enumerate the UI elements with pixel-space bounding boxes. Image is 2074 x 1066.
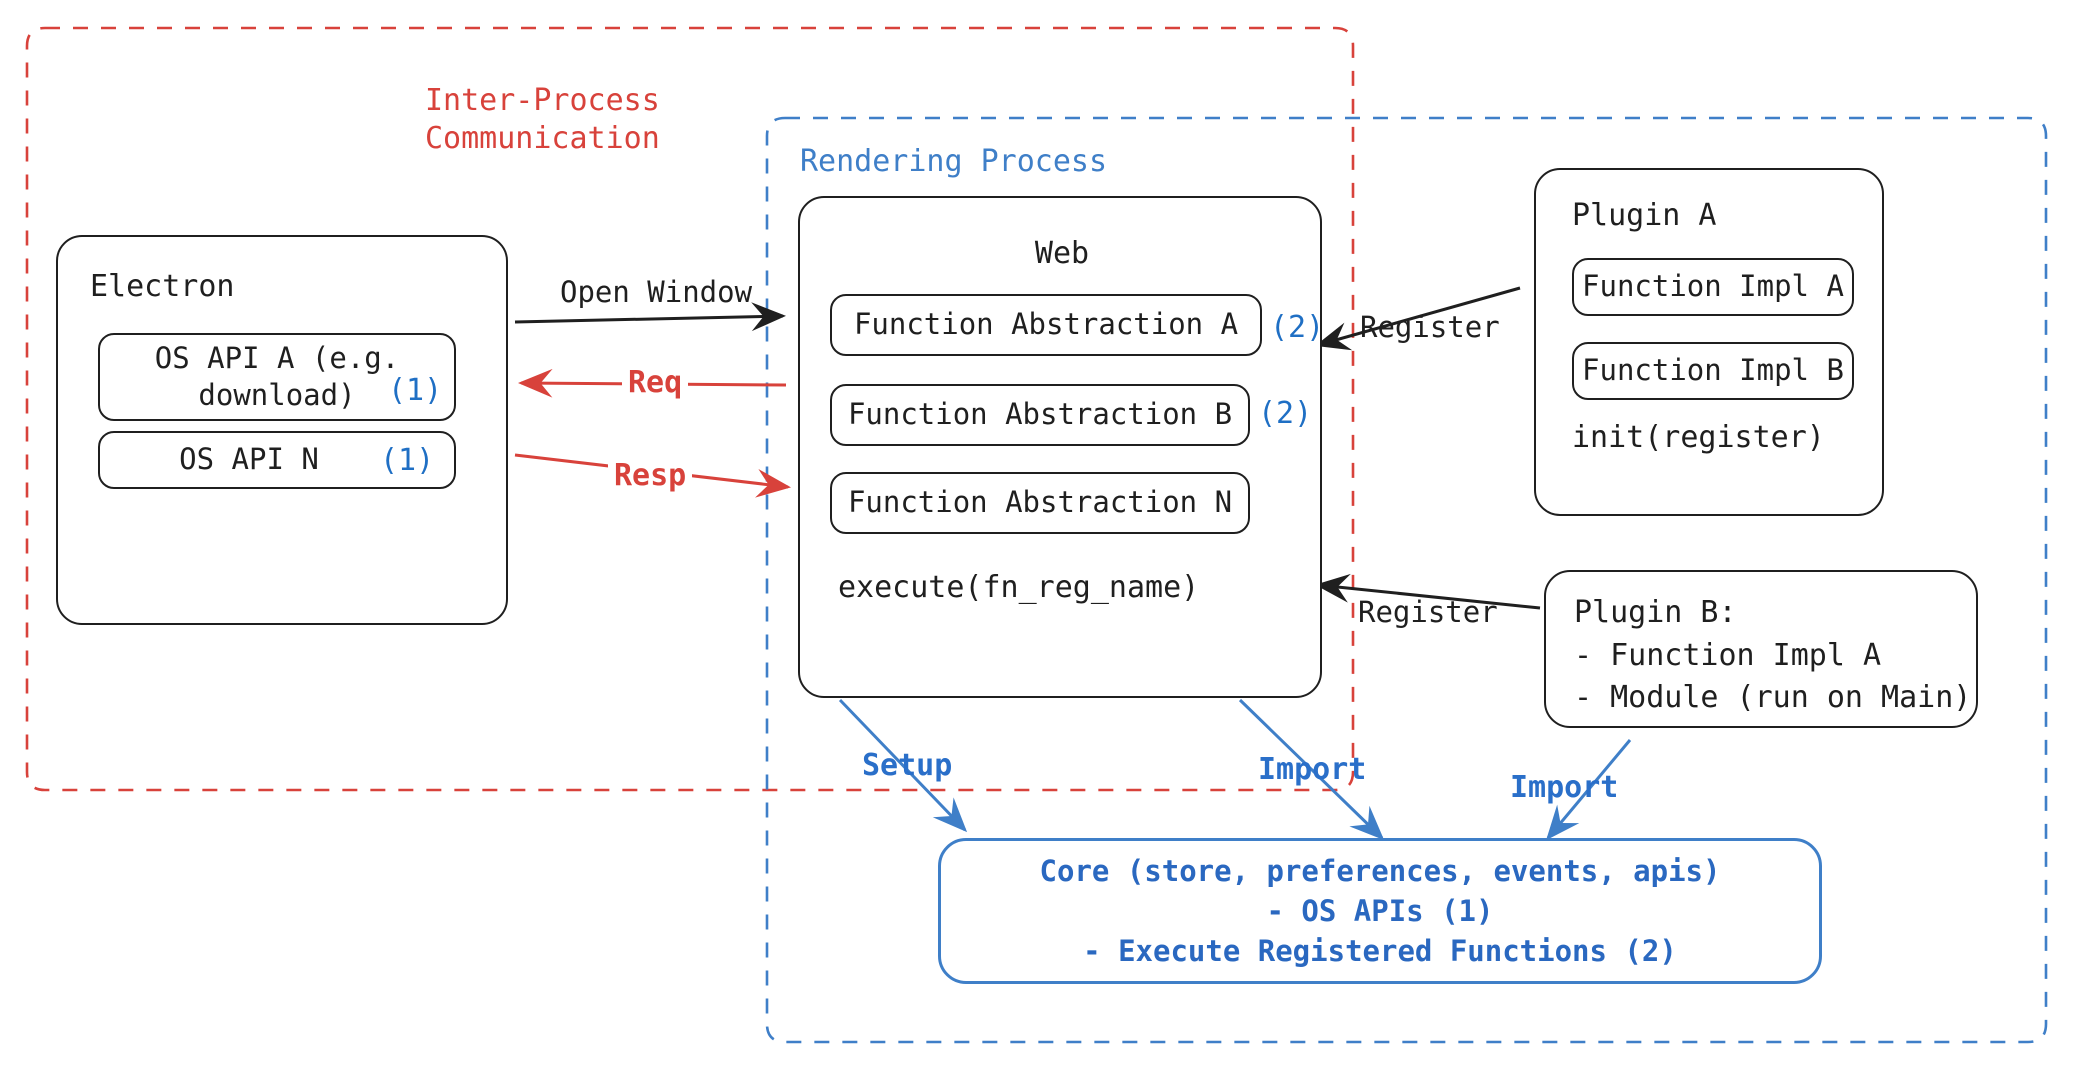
function-abstraction-a-box[interactable]: Function Abstraction A	[830, 294, 1262, 356]
ipc-group-title: Inter-Process Communication	[425, 83, 660, 156]
plugin-b-box[interactable]: Plugin B: - Function Impl A - Module (ru…	[1544, 570, 1978, 728]
function-abstraction-n-label: Function Abstraction N	[847, 485, 1233, 520]
open-window-arrow	[514, 302, 786, 332]
plugin-a-title: Plugin A	[1572, 198, 1717, 233]
function-abstraction-b-marker: (2)	[1258, 396, 1313, 431]
function-impl-a-label: Function Impl A	[1582, 269, 1844, 304]
os-api-a-marker: (1)	[388, 373, 443, 408]
function-impl-b-box[interactable]: Function Impl B	[1572, 342, 1854, 400]
plugin-a-box[interactable]: Plugin A Function Impl A Function Impl B…	[1534, 168, 1884, 516]
setup-label: Setup	[862, 748, 953, 783]
core-box[interactable]: Core (store, preferences, events, apis) …	[938, 838, 1822, 984]
function-abstraction-n-box[interactable]: Function Abstraction N	[830, 472, 1250, 534]
open-window-label: Open Window	[560, 275, 753, 309]
function-impl-b-label: Function Impl B	[1582, 353, 1844, 388]
function-abstraction-a-marker: (2)	[1270, 310, 1325, 345]
register-plugin-b-label: Register	[1358, 595, 1498, 629]
electron-box[interactable]: Electron OS API A (e.g. download) (1) OS…	[56, 235, 508, 625]
os-api-a-box[interactable]: OS API A (e.g. download)	[98, 333, 456, 421]
core-lines: Core (store, preferences, events, apis) …	[1039, 853, 1721, 968]
plugin-b-lines: Plugin B: - Function Impl A - Module (ru…	[1574, 595, 1972, 716]
import-web-label: Import	[1258, 752, 1367, 787]
rendering-process-group-title: Rendering Process	[800, 144, 1108, 179]
resp-label: Resp	[608, 458, 693, 493]
os-api-n-marker: (1)	[380, 443, 435, 478]
function-abstraction-b-box[interactable]: Function Abstraction B	[830, 384, 1250, 446]
req-label: Req	[622, 365, 689, 400]
function-abstraction-b-label: Function Abstraction B	[847, 397, 1233, 432]
web-box[interactable]: Web Function Abstraction A (2) Function …	[798, 196, 1325, 698]
register-plugin-a-label: Register	[1360, 310, 1500, 344]
os-api-a-label: OS API A (e.g. download)	[154, 340, 400, 412]
function-impl-a-box[interactable]: Function Impl A	[1572, 258, 1854, 316]
electron-title: Electron	[90, 269, 235, 304]
os-api-n-label: OS API N	[179, 442, 319, 477]
function-abstraction-a-label: Function Abstraction A	[853, 307, 1239, 342]
web-execute-label: execute(fn_reg_name)	[838, 570, 1200, 605]
os-api-n-box[interactable]: OS API N	[98, 431, 456, 489]
plugin-a-init-label: init(register)	[1572, 420, 1825, 455]
web-title: Web	[1034, 236, 1090, 271]
import-plugin-b-label: Import	[1510, 770, 1619, 805]
